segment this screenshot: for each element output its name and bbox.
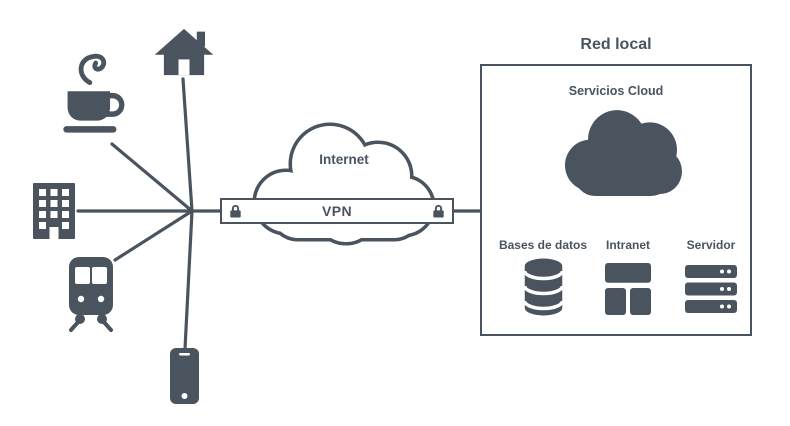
cloud-icon [554, 106, 688, 198]
internet-label: Internet [319, 152, 369, 167]
local-network-title: Red local [580, 36, 652, 53]
train-icon [62, 255, 120, 333]
house-icon [152, 27, 216, 77]
local-network-box: Servicios Cloud Bases de datos Intranet … [480, 64, 752, 336]
steam-swirl [78, 53, 107, 86]
server-leds [720, 269, 731, 309]
internet-cloud-icon [250, 116, 438, 252]
database-icon [521, 256, 566, 318]
house-door [178, 59, 190, 76]
server-rack-icon [684, 264, 738, 314]
office-building-icon [30, 181, 78, 241]
home-button [181, 393, 188, 399]
intranet-window-icon [605, 263, 651, 315]
building-door [49, 227, 59, 239]
intranet-label: Intranet [605, 238, 650, 252]
building-windows [39, 189, 69, 239]
lock-icon-left [229, 203, 242, 219]
vpn-label: VPN [322, 203, 352, 219]
databases-label: Bases de datos [498, 238, 588, 252]
server-label: Servidor [686, 238, 736, 252]
cloud-services-label: Servicios Cloud [568, 84, 664, 98]
lock-icon-right [432, 203, 445, 219]
vpn-tunnel: VPN [220, 198, 454, 224]
coffee-cup-icon [58, 50, 126, 150]
smartphone-icon [167, 347, 202, 405]
